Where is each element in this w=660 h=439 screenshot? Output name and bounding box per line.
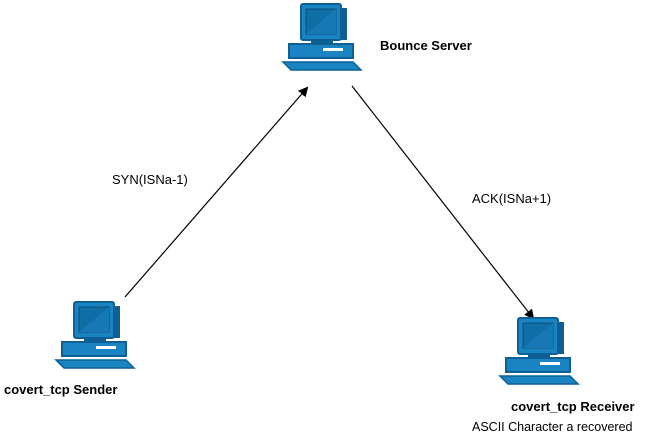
server-label: Bounce Server <box>380 38 472 53</box>
sender-label: covert_tcp Sender <box>4 382 118 397</box>
receiver-computer-icon <box>499 317 579 385</box>
ack-edge-label: ACK(ISNa+1) <box>472 191 552 206</box>
ack-edge <box>351 85 535 320</box>
syn-edge <box>124 86 309 298</box>
receiver-label: covert_tcp Receiver <box>511 399 635 414</box>
receiver-sublabel: ASCII Character a recovered <box>472 420 633 434</box>
syn-edge-label: SYN(ISNa-1) <box>112 172 188 187</box>
sender-computer-icon <box>55 301 135 369</box>
server-computer-icon <box>282 3 362 71</box>
